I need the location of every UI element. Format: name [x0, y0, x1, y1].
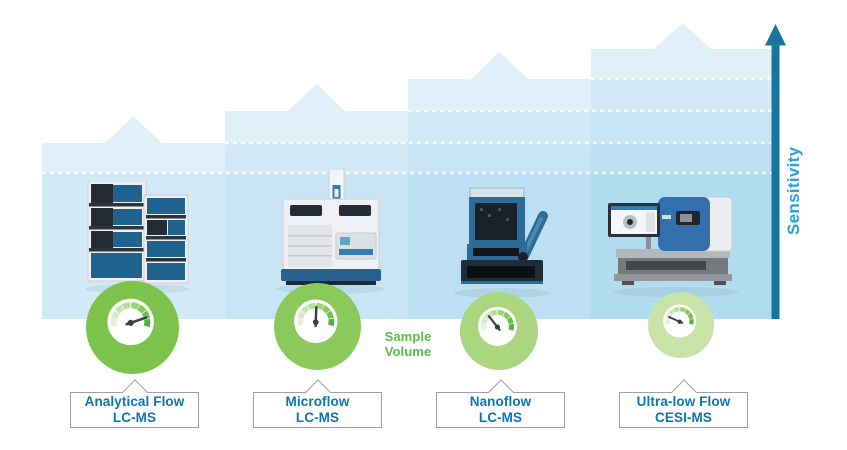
sample-volume-label: Sample Volume	[384, 329, 432, 359]
nanoflow-lc-instrument-image	[461, 187, 548, 284]
product-name-line1: Ultra-low Flow	[636, 394, 731, 409]
label-box-nanoflow: Nanoflow LC-MS	[436, 379, 565, 428]
product-name-line2: LC-MS	[112, 410, 157, 425]
gauge-needle-icon	[668, 316, 684, 324]
sample-volume-gauge-ultra-low	[648, 292, 714, 358]
product-name-line1: Microflow	[285, 394, 350, 409]
gauge-needle-icon	[487, 315, 501, 331]
sensitivity-axis-label: Sensitivity	[784, 146, 803, 236]
product-name-line2: LC-MS	[478, 410, 523, 425]
product-name-line1: Analytical Flow	[84, 394, 185, 409]
sample-volume-gauge-nanoflow	[460, 292, 538, 370]
analytical-flow-hplc-instrument-image	[87, 181, 189, 284]
bar-ultra-low-flow	[591, 23, 772, 319]
product-name-line1: Nanoflow	[469, 394, 532, 409]
sensitivity-arrow-icon	[765, 24, 786, 319]
product-name-line2: LC-MS	[295, 410, 340, 425]
peak-analytical	[104, 116, 163, 144]
peak-microflow	[287, 84, 346, 112]
peak-ultra-low-flow	[653, 23, 712, 50]
sample-volume-gauge-microflow	[274, 283, 361, 370]
gauge-needle-icon	[312, 305, 319, 328]
label-box-microflow: Microflow LC-MS	[253, 379, 382, 428]
label-box-analytical-flow: Analytical Flow LC-MS	[70, 379, 199, 428]
microflow-lc-instrument-image	[281, 169, 381, 285]
gauge-needle-icon	[125, 316, 148, 326]
ultra-low-flow-cesi-ms-instrument-image	[608, 196, 733, 285]
label-box-ultra-low-flow: Ultra-low Flow CESI-MS	[619, 379, 748, 428]
level-dashed-lines	[42, 77, 772, 175]
sample-volume-gauge-analytical	[86, 281, 179, 374]
peak-nanoflow	[470, 52, 529, 80]
product-name-line2: CESI-MS	[655, 410, 712, 425]
